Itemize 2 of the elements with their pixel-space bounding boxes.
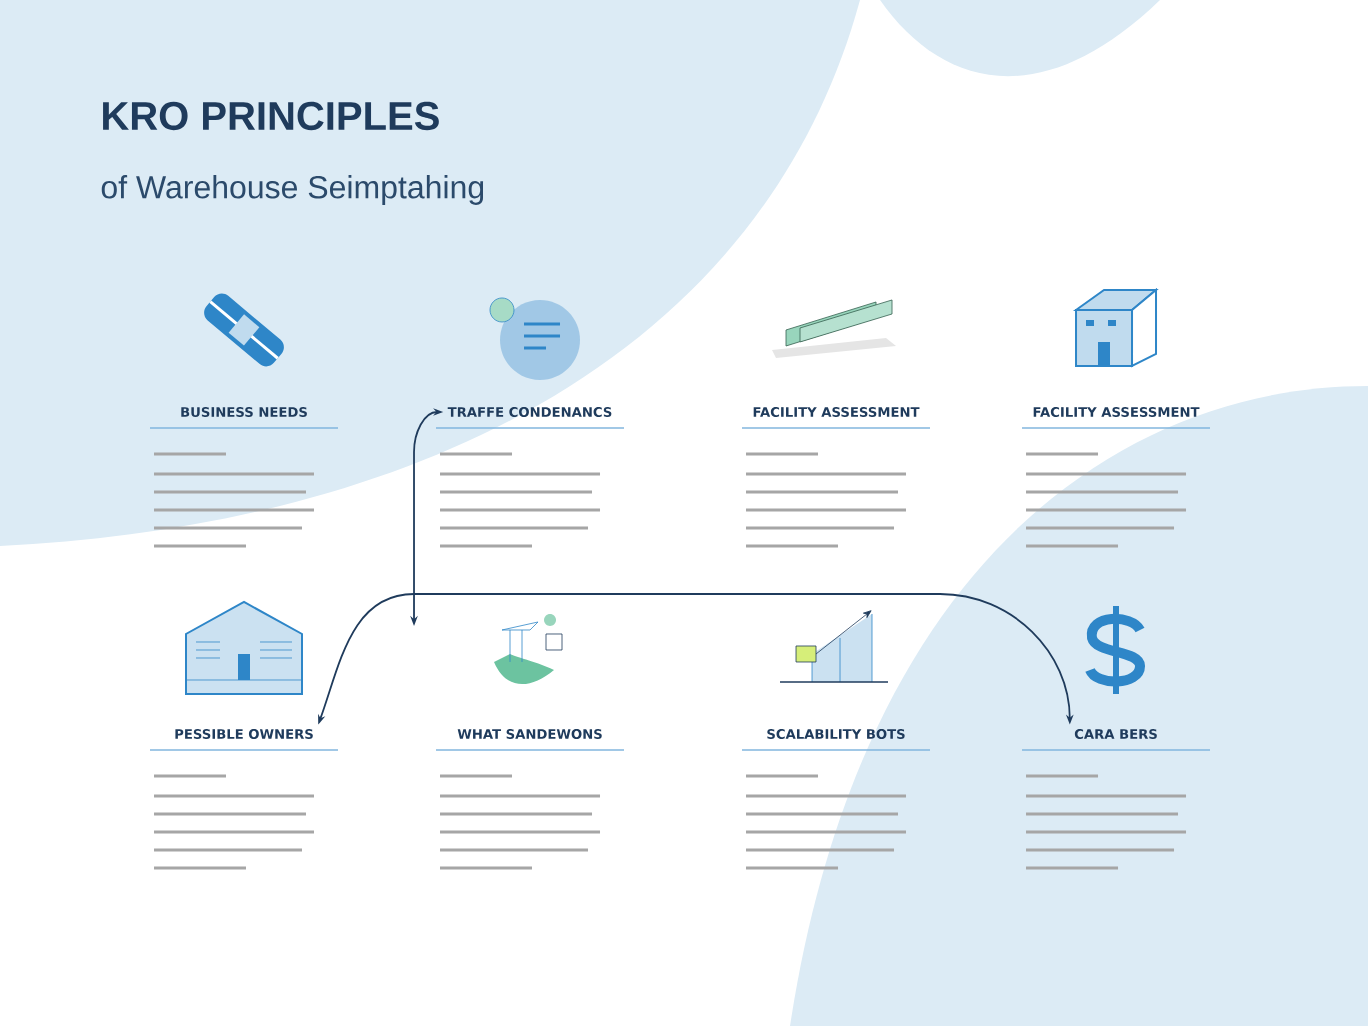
subtitle: of Warehouse Seimptahing [101,175,484,205]
title: KRO PRINCIPLES [103,101,439,131]
